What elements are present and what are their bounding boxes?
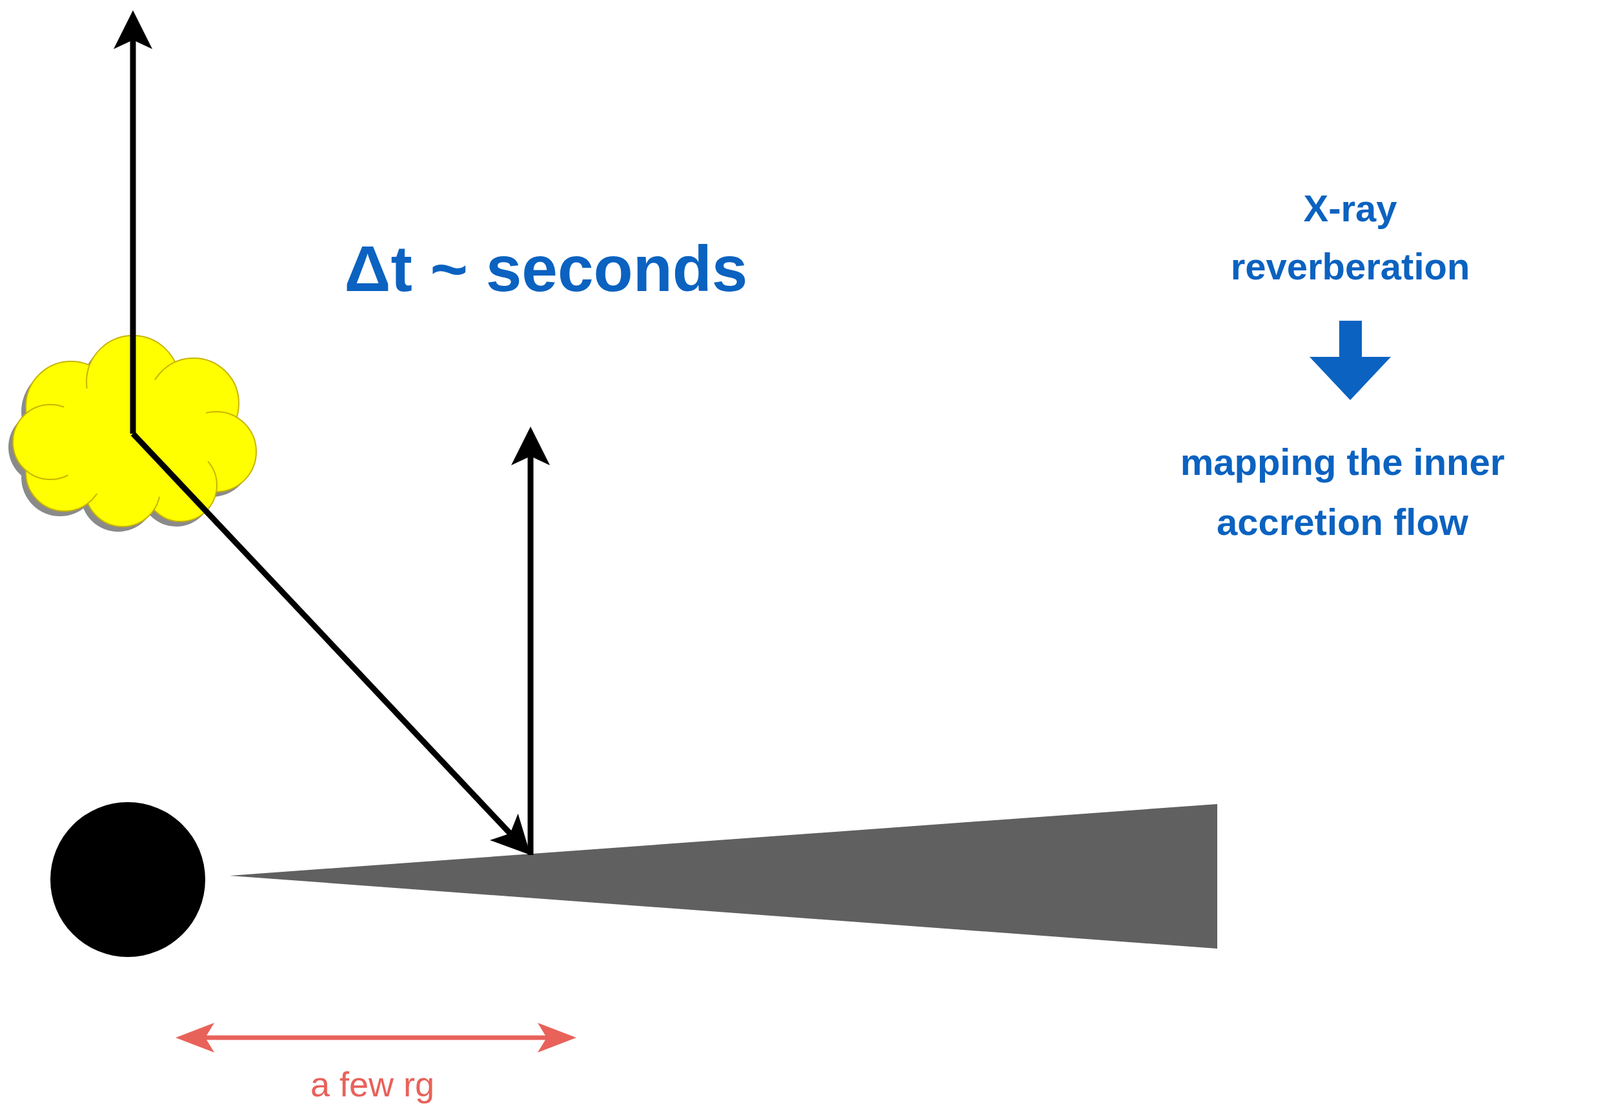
method-label: X-ray reverberation: [1182, 179, 1519, 296]
arrowhead: [113, 10, 153, 50]
accretion-disc: [229, 804, 1218, 949]
block-arrow-head: [1309, 356, 1391, 401]
block-arrow: [1339, 320, 1362, 359]
dimension-line: [205, 1035, 547, 1041]
arrowhead: [175, 1022, 215, 1053]
goal-label: mapping the inner accretion flow: [1097, 432, 1588, 553]
direct-ray: [130, 40, 137, 434]
delay-label: Δt ~ seconds: [287, 229, 805, 308]
arrowhead: [537, 1022, 577, 1053]
illuminating-ray: [132, 433, 510, 834]
dimension-label: a few rg: [243, 1066, 502, 1102]
arrowhead: [511, 426, 550, 466]
arrowhead: [489, 813, 531, 856]
black-hole: [50, 802, 206, 958]
reflected-ray: [527, 456, 534, 856]
